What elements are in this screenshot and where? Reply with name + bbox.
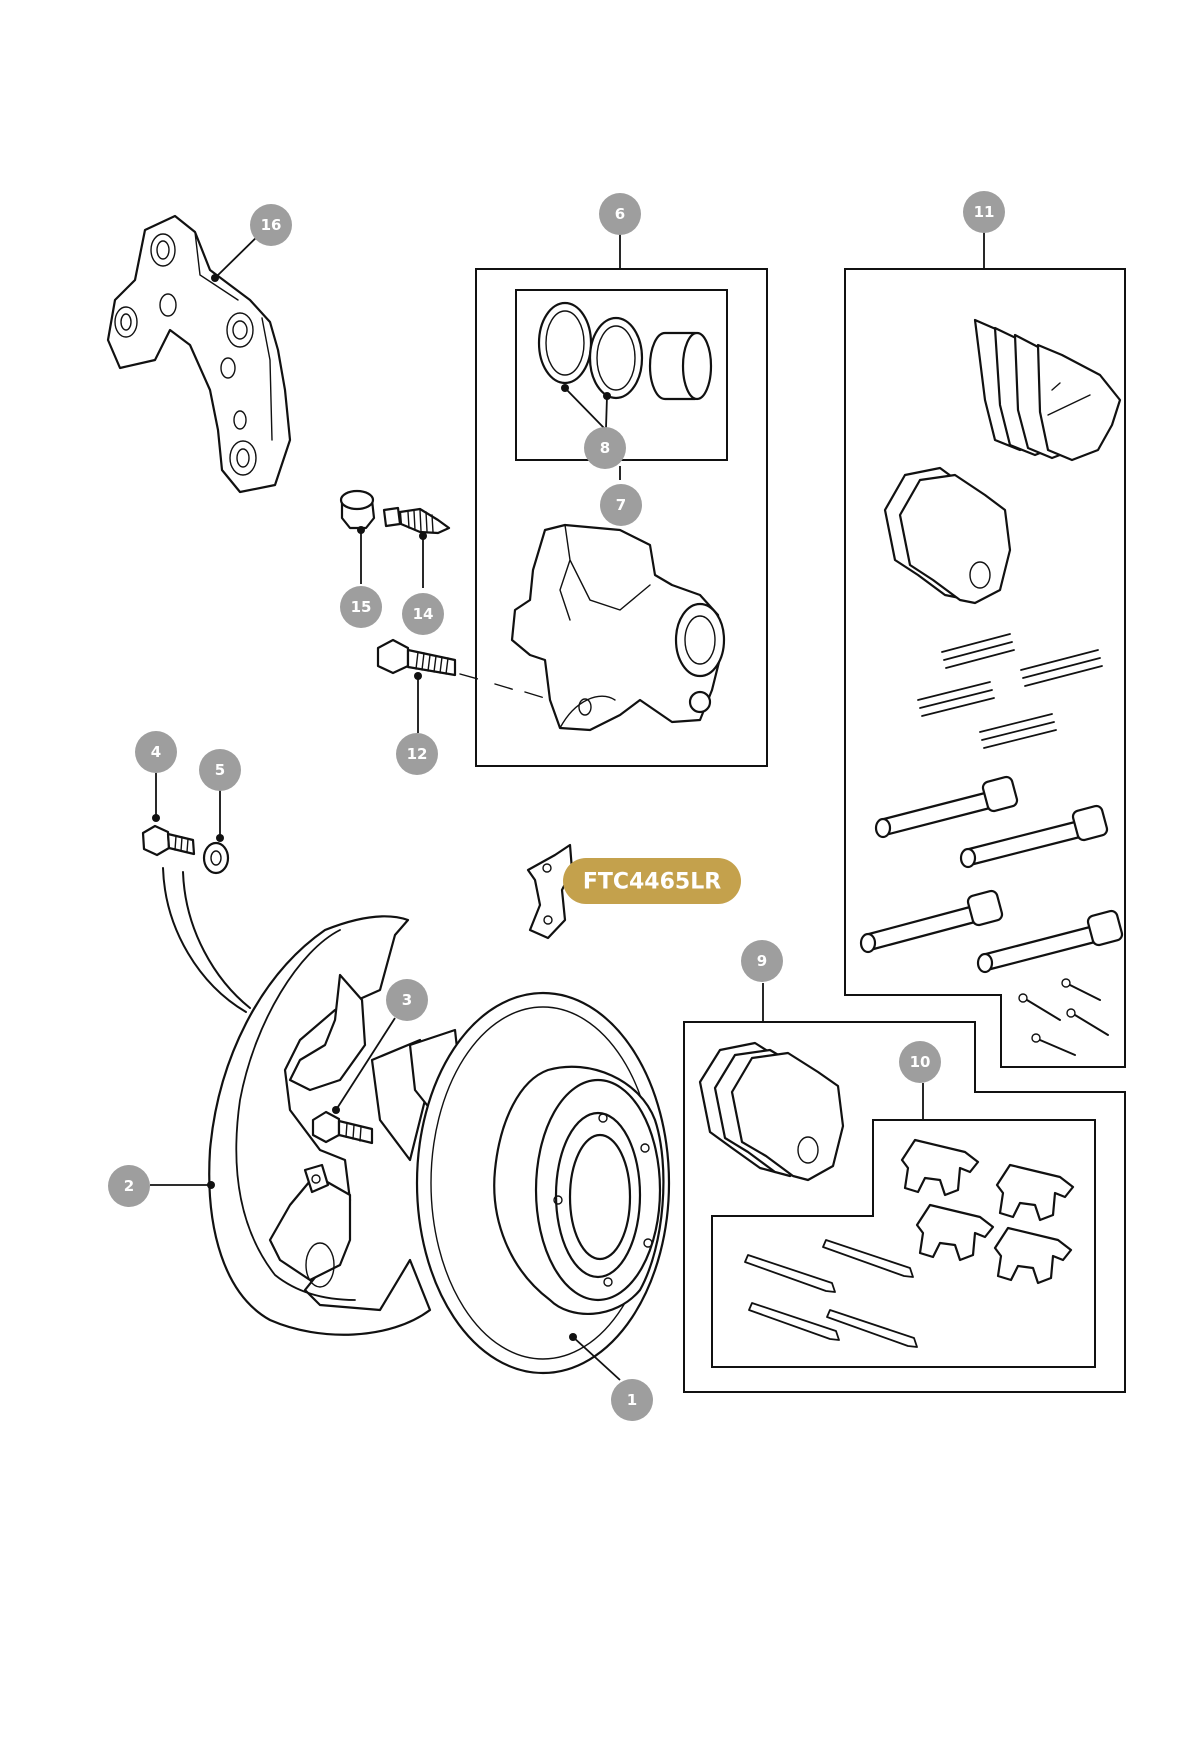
bleed-screw-part — [382, 506, 451, 535]
caliper-bracket-part — [106, 214, 292, 494]
callout-5: 5 — [199, 749, 241, 791]
bolt-part — [141, 824, 196, 857]
svg-text:9: 9 — [757, 952, 767, 970]
highlighted-part-number[interactable]: FTC4465LR — [563, 858, 741, 904]
svg-text:2: 2 — [124, 1177, 134, 1195]
callout-12: 12 — [396, 733, 438, 775]
caliper-body-part — [510, 523, 726, 732]
assembly-arrow-lines — [162, 867, 251, 1013]
svg-text:6: 6 — [615, 205, 625, 223]
callout-2: 2 — [108, 1165, 150, 1207]
callout-3: 3 — [386, 979, 428, 1021]
brake-disc-part — [415, 991, 671, 1375]
callout-9: 9 — [741, 940, 783, 982]
callout-16: 16 — [250, 204, 292, 246]
callout-11: 11 — [963, 191, 1005, 233]
svg-text:14: 14 — [413, 605, 434, 623]
brake-bracket-part — [526, 843, 574, 940]
box-pad-kit-group — [683, 1021, 1126, 1393]
svg-text:4: 4 — [151, 743, 161, 761]
callout-1: 1 — [611, 1379, 653, 1421]
piston-seals-part — [537, 301, 713, 401]
backing-plate-part — [208, 915, 462, 1336]
bush-part — [339, 489, 376, 530]
callout-8: 8 — [584, 427, 626, 469]
pad-set-parts — [698, 1041, 845, 1182]
svg-text:5: 5 — [215, 761, 225, 779]
svg-text:1: 1 — [627, 1391, 637, 1409]
callout-6: 6 — [599, 193, 641, 235]
box-fitting-kit — [711, 1119, 1096, 1368]
svg-text:8: 8 — [600, 439, 610, 457]
caliper-bolt-part — [376, 638, 549, 700]
svg-text:10: 10 — [910, 1053, 931, 1071]
svg-text:15: 15 — [351, 598, 372, 616]
box-pin-kit-group — [844, 268, 1126, 1068]
svg-text:12: 12 — [407, 745, 428, 763]
callout-15: 15 — [340, 586, 382, 628]
box-caliper-group — [475, 268, 768, 767]
fitting-kit-parts — [744, 1138, 1075, 1348]
svg-text:3: 3 — [402, 991, 412, 1009]
callout-14: 14 — [402, 593, 444, 635]
stud-part — [311, 1110, 374, 1145]
callout-4: 4 — [135, 731, 177, 773]
pin-kit-parts — [859, 318, 1124, 1056]
callout-7: 7 — [600, 484, 642, 526]
leader-lines — [150, 212, 985, 1381]
svg-text:11: 11 — [974, 203, 995, 221]
svg-text:16: 16 — [261, 216, 282, 234]
svg-text:7: 7 — [616, 496, 626, 514]
washer-part — [202, 841, 230, 875]
callout-10: 10 — [899, 1041, 941, 1083]
svg-text:FTC4465LR: FTC4465LR — [583, 870, 721, 895]
